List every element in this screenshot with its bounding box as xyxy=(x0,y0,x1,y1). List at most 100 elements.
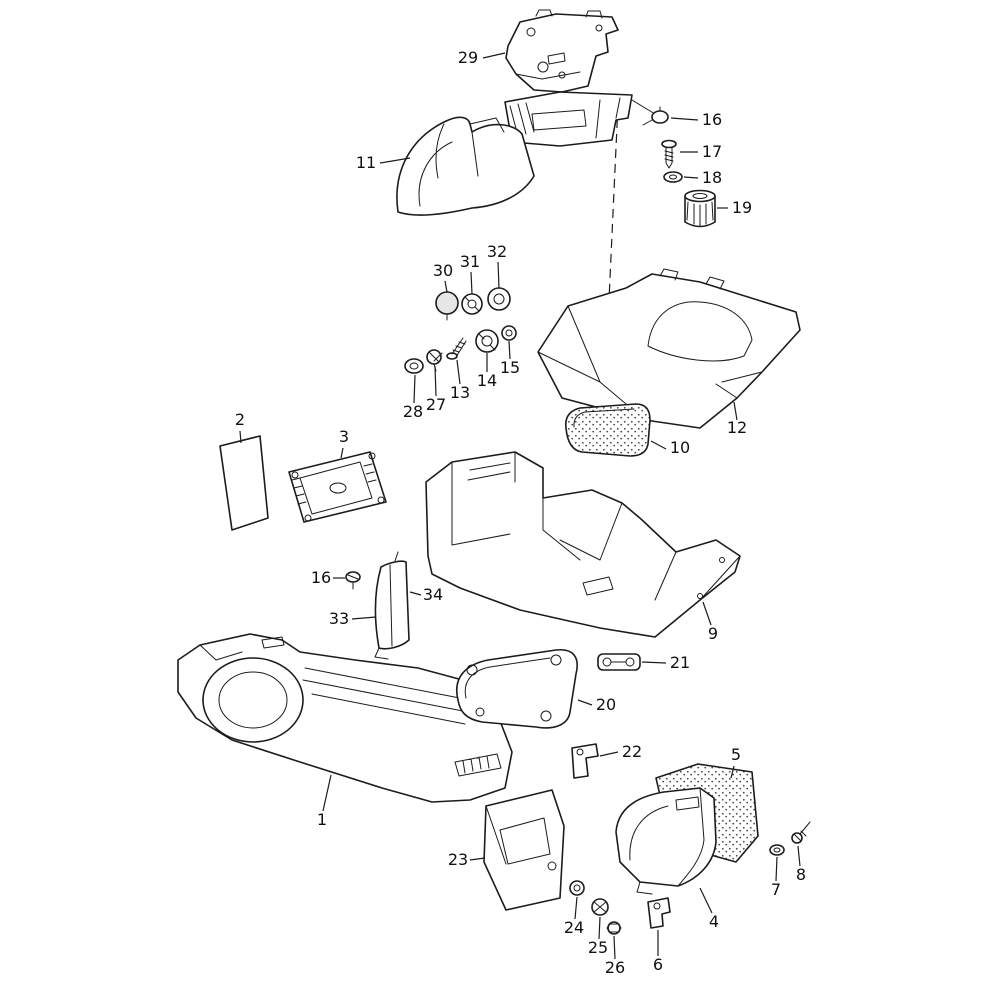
part-15-ring xyxy=(501,325,517,341)
leader-line-23 xyxy=(469,857,486,861)
part-label-2: 2 xyxy=(235,410,245,429)
part-6-bracket xyxy=(647,897,671,929)
part-label-13: 13 xyxy=(450,383,470,402)
alignment-dash-line xyxy=(608,103,619,301)
leader-line-16 xyxy=(670,117,699,121)
part-label-23: 23 xyxy=(448,850,468,869)
leader-line-24 xyxy=(574,896,578,920)
part-label-29: 29 xyxy=(458,48,478,67)
part-26-nut xyxy=(606,921,622,935)
leader-line-33 xyxy=(351,616,377,620)
part-30-plug xyxy=(435,291,459,321)
part-label-27: 27 xyxy=(426,395,446,414)
part-24-washer xyxy=(569,880,585,896)
part-1-floor-carpet xyxy=(177,633,513,803)
part-label-19: 19 xyxy=(732,198,752,217)
part-label-11: 11 xyxy=(356,153,376,172)
leader-line-29 xyxy=(482,52,506,59)
part-25-screw xyxy=(591,898,609,916)
leader-line-9 xyxy=(702,601,712,626)
leader-line-27 xyxy=(434,365,437,397)
part-11-wheel-arch xyxy=(396,116,535,216)
part-2-panel-sheet xyxy=(219,435,269,531)
part-32-ring xyxy=(487,287,511,311)
part-label-16: 16 xyxy=(702,110,722,129)
part-13-screw xyxy=(446,337,467,360)
part-label-26: 26 xyxy=(605,958,625,977)
part-label-28: 28 xyxy=(403,402,423,421)
leader-line-4 xyxy=(699,887,713,914)
part-21-latch xyxy=(597,653,641,671)
part-20-mat xyxy=(455,649,578,729)
part-28-washer xyxy=(404,358,424,374)
part-label-4: 4 xyxy=(709,912,719,931)
part-label-32: 32 xyxy=(487,242,507,261)
leader-line-30 xyxy=(444,280,448,293)
part-18-washer xyxy=(663,171,683,183)
part-label-6: 6 xyxy=(653,955,663,974)
part-4-wheelhouse-trim xyxy=(615,787,717,895)
leader-line-1 xyxy=(322,774,332,812)
part-9-main-carpet xyxy=(425,451,741,638)
leader-line-34 xyxy=(409,591,422,596)
part-label-9: 9 xyxy=(708,624,718,643)
part-29-bracket xyxy=(505,9,619,93)
leader-line-11 xyxy=(379,157,411,164)
part-label-16: 16 xyxy=(311,568,331,587)
part-label-5: 5 xyxy=(731,745,741,764)
leader-line-21 xyxy=(641,661,667,664)
part-label-25: 25 xyxy=(588,938,608,957)
leader-line-2 xyxy=(239,430,242,444)
part-33-34-pillar-trim xyxy=(374,551,410,660)
part-19-spacer-sleeve xyxy=(684,189,716,228)
part-label-12: 12 xyxy=(727,418,747,437)
leader-line-10 xyxy=(650,440,667,450)
leader-line-20 xyxy=(577,699,593,706)
part-23-side-panel xyxy=(483,789,565,911)
leader-line-8 xyxy=(797,845,801,867)
part-22-bracket xyxy=(571,743,599,779)
part-label-3: 3 xyxy=(339,427,349,446)
part-3-bracket-frame xyxy=(288,451,387,523)
leader-line-12 xyxy=(733,401,738,421)
part-11-sill-strip xyxy=(504,91,656,147)
part-16-clip-second xyxy=(345,571,361,590)
part-label-14: 14 xyxy=(477,371,497,390)
leader-line-26 xyxy=(613,935,616,960)
part-label-30: 30 xyxy=(433,261,453,280)
part-8-screw xyxy=(791,821,811,844)
leader-line-22 xyxy=(599,751,619,757)
part-10-insulation-pad xyxy=(564,403,651,457)
leader-line-28 xyxy=(413,374,416,404)
part-label-34: 34 xyxy=(423,585,443,604)
part-label-1: 1 xyxy=(317,810,327,829)
part-label-20: 20 xyxy=(596,695,616,714)
leader-line-7 xyxy=(775,856,778,882)
part-17-screw xyxy=(661,139,677,169)
leader-line-18 xyxy=(683,176,699,179)
leader-line-31 xyxy=(470,271,473,295)
part-label-18: 18 xyxy=(702,168,722,187)
part-label-24: 24 xyxy=(564,918,584,937)
part-31-grommet xyxy=(461,293,483,315)
part-label-17: 17 xyxy=(702,142,722,161)
part-12-rear-carpet xyxy=(537,268,801,429)
part-label-7: 7 xyxy=(771,880,781,899)
leader-line-5 xyxy=(730,765,735,779)
part-label-22: 22 xyxy=(622,742,642,761)
part-label-21: 21 xyxy=(670,653,690,672)
leader-line-25 xyxy=(598,916,601,940)
leader-line-13 xyxy=(456,359,461,385)
part-label-15: 15 xyxy=(500,358,520,377)
part-label-31: 31 xyxy=(460,252,480,271)
part-label-10: 10 xyxy=(670,438,690,457)
part-label-8: 8 xyxy=(796,865,806,884)
part-14-grommet xyxy=(475,329,499,353)
leader-line-32 xyxy=(497,261,500,289)
part-label-33: 33 xyxy=(329,609,349,628)
part-16-push-pin xyxy=(642,106,669,126)
leader-line-3 xyxy=(340,447,344,459)
